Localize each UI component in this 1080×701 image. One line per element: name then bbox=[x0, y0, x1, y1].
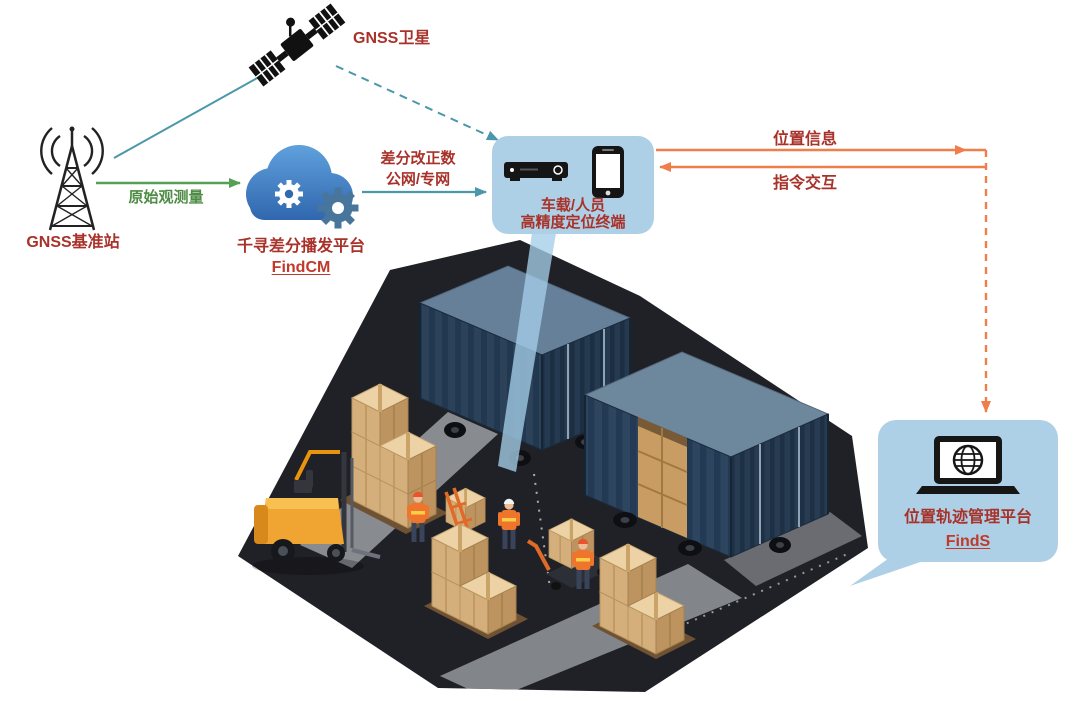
worker-icon bbox=[572, 538, 594, 589]
correction-label-line2: 公网/专网 bbox=[385, 171, 451, 188]
finds-bubble bbox=[850, 420, 1058, 586]
base-station-label: GNSS基准站 bbox=[26, 234, 120, 251]
receiver-icon bbox=[504, 162, 568, 181]
connector-satellite-base bbox=[113, 71, 269, 159]
worker-icon bbox=[407, 491, 429, 542]
gear-icon bbox=[275, 180, 303, 208]
gear-icon bbox=[317, 187, 359, 229]
cloud-subtitle: FindCM bbox=[271, 259, 331, 276]
satellite-label: GNSS卫星 bbox=[353, 30, 431, 47]
connector-satellite-terminal bbox=[335, 65, 499, 141]
position-info-label: 位置信息 bbox=[772, 131, 837, 148]
terminal-bubble bbox=[492, 136, 654, 234]
container-right bbox=[583, 351, 830, 558]
box-stack bbox=[592, 542, 696, 659]
raw-observation-label: 原始观测量 bbox=[128, 189, 204, 206]
cloud-gear-icon bbox=[246, 145, 359, 229]
worker-icon bbox=[498, 498, 520, 549]
box-stack bbox=[424, 522, 528, 639]
floor-road bbox=[724, 512, 862, 586]
terminal-label-line1: 车载/人员 bbox=[540, 197, 606, 214]
radio-tower-icon bbox=[40, 126, 104, 231]
management-title: 位置轨迹管理平台 bbox=[903, 509, 1032, 526]
smartphone-icon bbox=[592, 146, 624, 198]
correction-label-line1: 差分改正数 bbox=[380, 150, 456, 167]
floor-guide-line bbox=[661, 551, 853, 635]
forklift-icon bbox=[252, 450, 381, 575]
cloud-title: 千寻差分播发平台 bbox=[236, 238, 365, 255]
command-label: 指令交互 bbox=[772, 175, 837, 192]
positioning-beam bbox=[498, 233, 556, 472]
terminal-label-line2: 高精度定位终端 bbox=[520, 214, 626, 231]
floor-guide-line bbox=[533, 473, 551, 589]
warehouse-scene bbox=[238, 240, 868, 692]
satellite-icon bbox=[248, 3, 346, 87]
management-subtitle: FindS bbox=[945, 533, 991, 550]
globe-icon bbox=[952, 444, 984, 476]
laptop-globe-icon bbox=[916, 436, 1020, 494]
